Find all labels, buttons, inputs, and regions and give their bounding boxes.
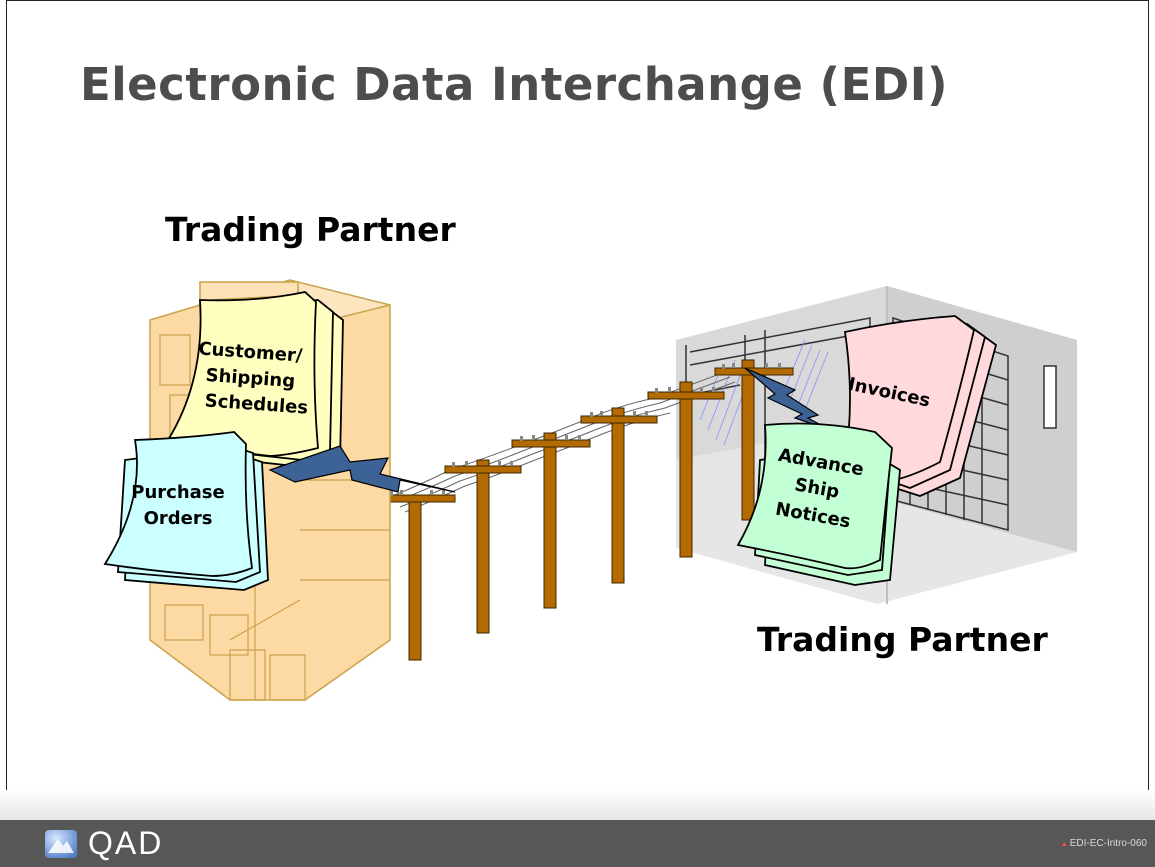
purchase-orders-label-line-1: Purchase	[131, 482, 224, 503]
qad-logo-text: QAD	[88, 825, 164, 861]
footer-bar: QAD ▲EDI-EC-Intro-060	[0, 820, 1155, 867]
slide-frame	[6, 0, 1149, 820]
slide-code-text: EDI-EC-Intro-060	[1069, 838, 1147, 849]
trading-partner-right-label: Trading Partner	[757, 620, 1048, 659]
footer-gradient	[0, 790, 1155, 820]
purchase-orders-label-line-2: Orders	[144, 508, 213, 529]
customer-shipping-schedules-document: Customer/ Shipping Schedules	[166, 291, 344, 469]
slide-code: ▲EDI-EC-Intro-060	[1052, 838, 1147, 850]
trading-partner-left-label: Trading Partner	[165, 210, 456, 249]
slide-title: Electronic Data Interchange (EDI)	[80, 58, 949, 111]
edi-illustration: Invoices Advance Ship Notices	[103, 279, 1077, 701]
qad-logo-icon	[45, 830, 77, 858]
telephone-line-illustration	[384, 359, 794, 661]
advance-ship-notices-document: Advance Ship Notices	[736, 422, 901, 586]
lightning-bolt-left	[268, 445, 456, 493]
purchase-orders-document: Purchase Orders	[103, 431, 269, 591]
triangle-icon: ▲	[1060, 841, 1068, 848]
